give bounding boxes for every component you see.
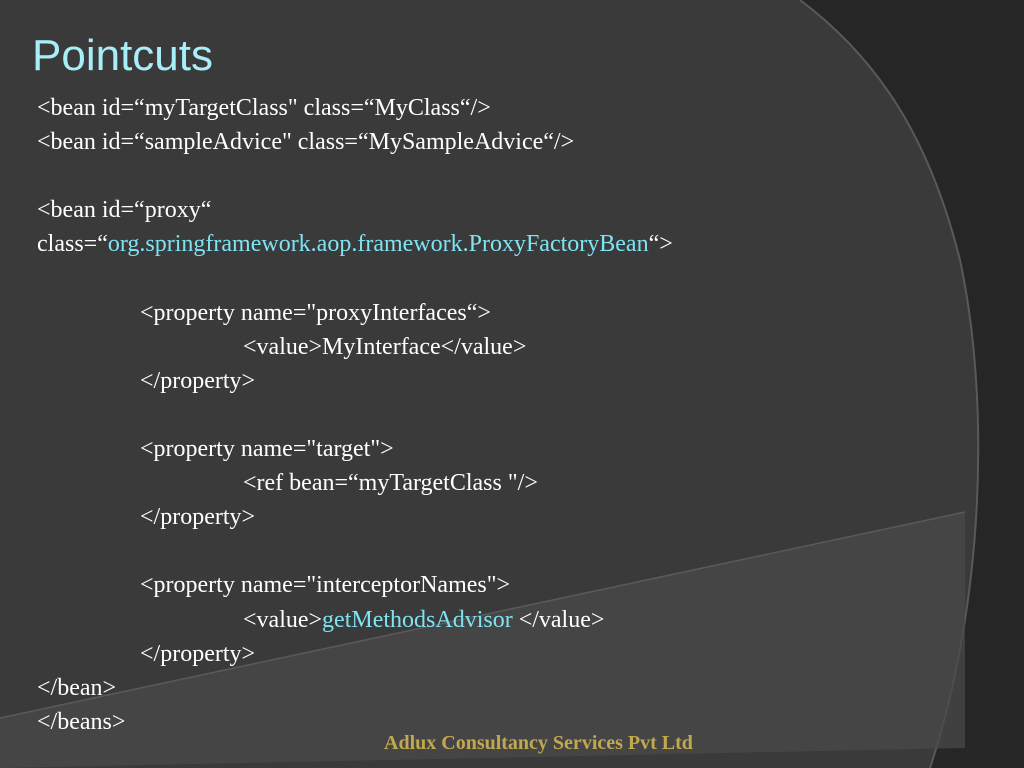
code-text: </value>	[512, 607, 605, 633]
code-text: <value>	[243, 607, 323, 633]
code-text: class=“	[37, 231, 108, 257]
code-line: <property name="proxyInterfaces“>	[140, 300, 491, 326]
code-line: <ref bean=“myTargetClass "/>	[243, 470, 538, 496]
code-line: <value>MyInterface</value>	[243, 334, 527, 360]
code-line: </property>	[140, 368, 256, 394]
code-line: </beans>	[37, 709, 126, 735]
code-line: <bean id=“proxy“	[37, 197, 212, 223]
code-line: </bean>	[37, 675, 117, 701]
code-line: <property name="target">	[140, 436, 394, 462]
code-line: <bean id=“sampleAdvice" class=“MySampleA…	[37, 129, 575, 155]
code-line: </property>	[140, 641, 256, 667]
code-line: <value>getMethodsAdvisor </value>	[243, 603, 604, 637]
highlighted-class-name: org.springframework.aop.framework.ProxyF…	[107, 231, 649, 257]
footer-company-name: Adlux Consultancy Services Pvt Ltd	[384, 732, 693, 754]
code-line: <property name="interceptorNames">	[140, 572, 511, 598]
code-line: </property>	[140, 504, 256, 530]
code-line: class=“org.springframework.aop.framework…	[37, 227, 673, 261]
slide-title: Pointcuts	[32, 31, 213, 80]
code-line: <bean id=“myTargetClass" class=“MyClass“…	[37, 95, 491, 121]
code-text: “>	[648, 231, 673, 257]
highlighted-advisor-name: getMethodsAdvisor	[322, 607, 513, 633]
